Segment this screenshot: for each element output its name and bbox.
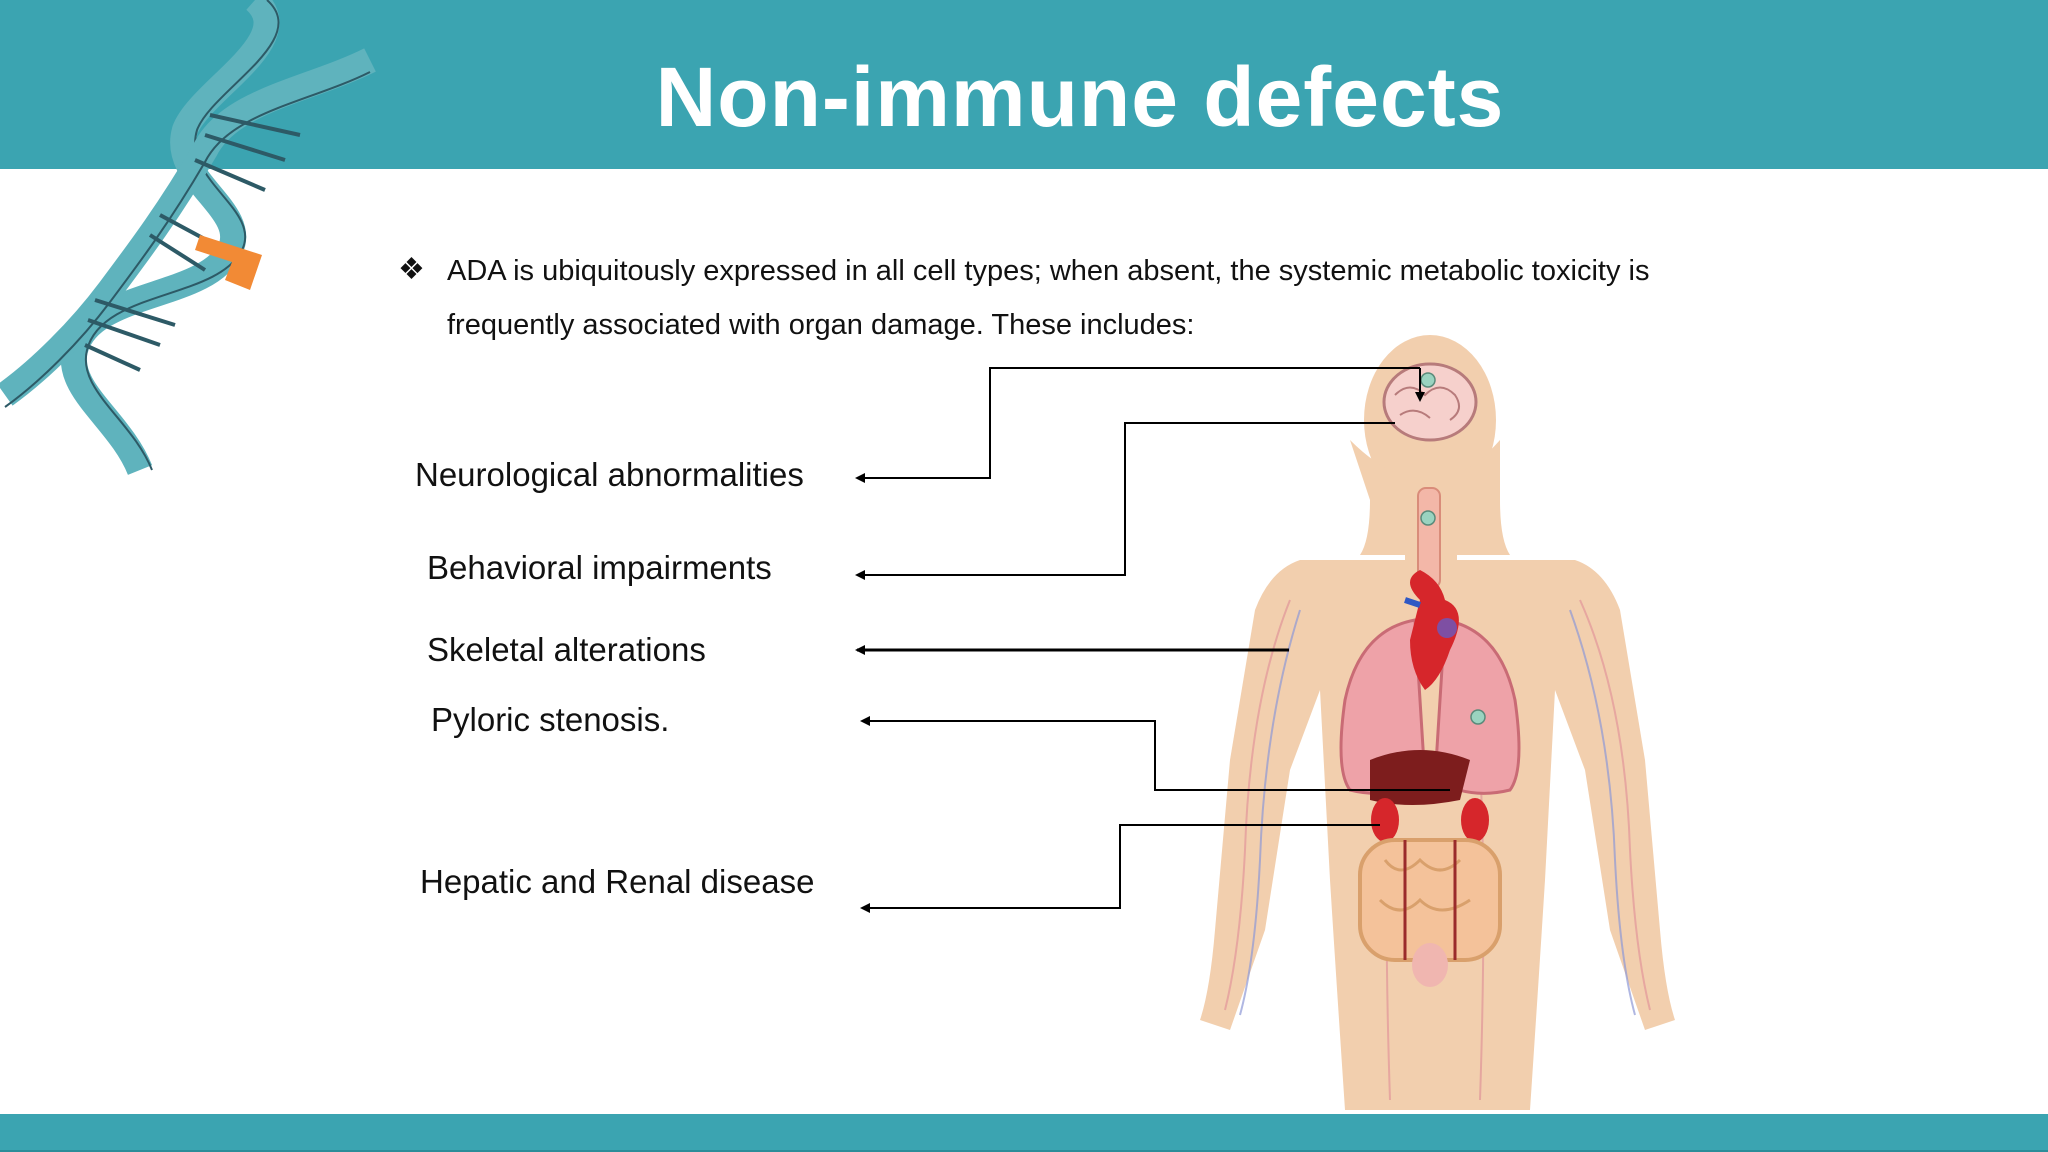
label-neurological: Neurological abnormalities <box>415 456 804 493</box>
dna-helix-icon <box>0 0 376 476</box>
slide-title: Non-immune defects <box>655 50 1505 144</box>
intro-line: ADA is ubiquitously expressed in all cel… <box>447 255 1650 287</box>
leader-line-neurological <box>855 367 1420 483</box>
footer-line <box>0 1150 2048 1152</box>
label-pyloric: Pyloric stenosis. <box>431 701 670 738</box>
intro-paragraph: ADA is ubiquitously expressed in all cel… <box>447 244 1747 352</box>
label-behavioral: Behavioral impairments <box>427 549 772 586</box>
intro-line: frequently associated with organ damage.… <box>447 309 1195 341</box>
bullet-icon: ❖ <box>398 253 425 286</box>
leader-line-hepatic-renal <box>860 824 1380 913</box>
footer-band <box>0 1114 2048 1152</box>
label-hepatic-renal: Hepatic and Renal disease <box>420 863 815 900</box>
leader-line-behavioral <box>855 422 1395 580</box>
label-skeletal: Skeletal alterations <box>427 631 706 668</box>
leader-line-pyloric <box>860 716 1450 791</box>
